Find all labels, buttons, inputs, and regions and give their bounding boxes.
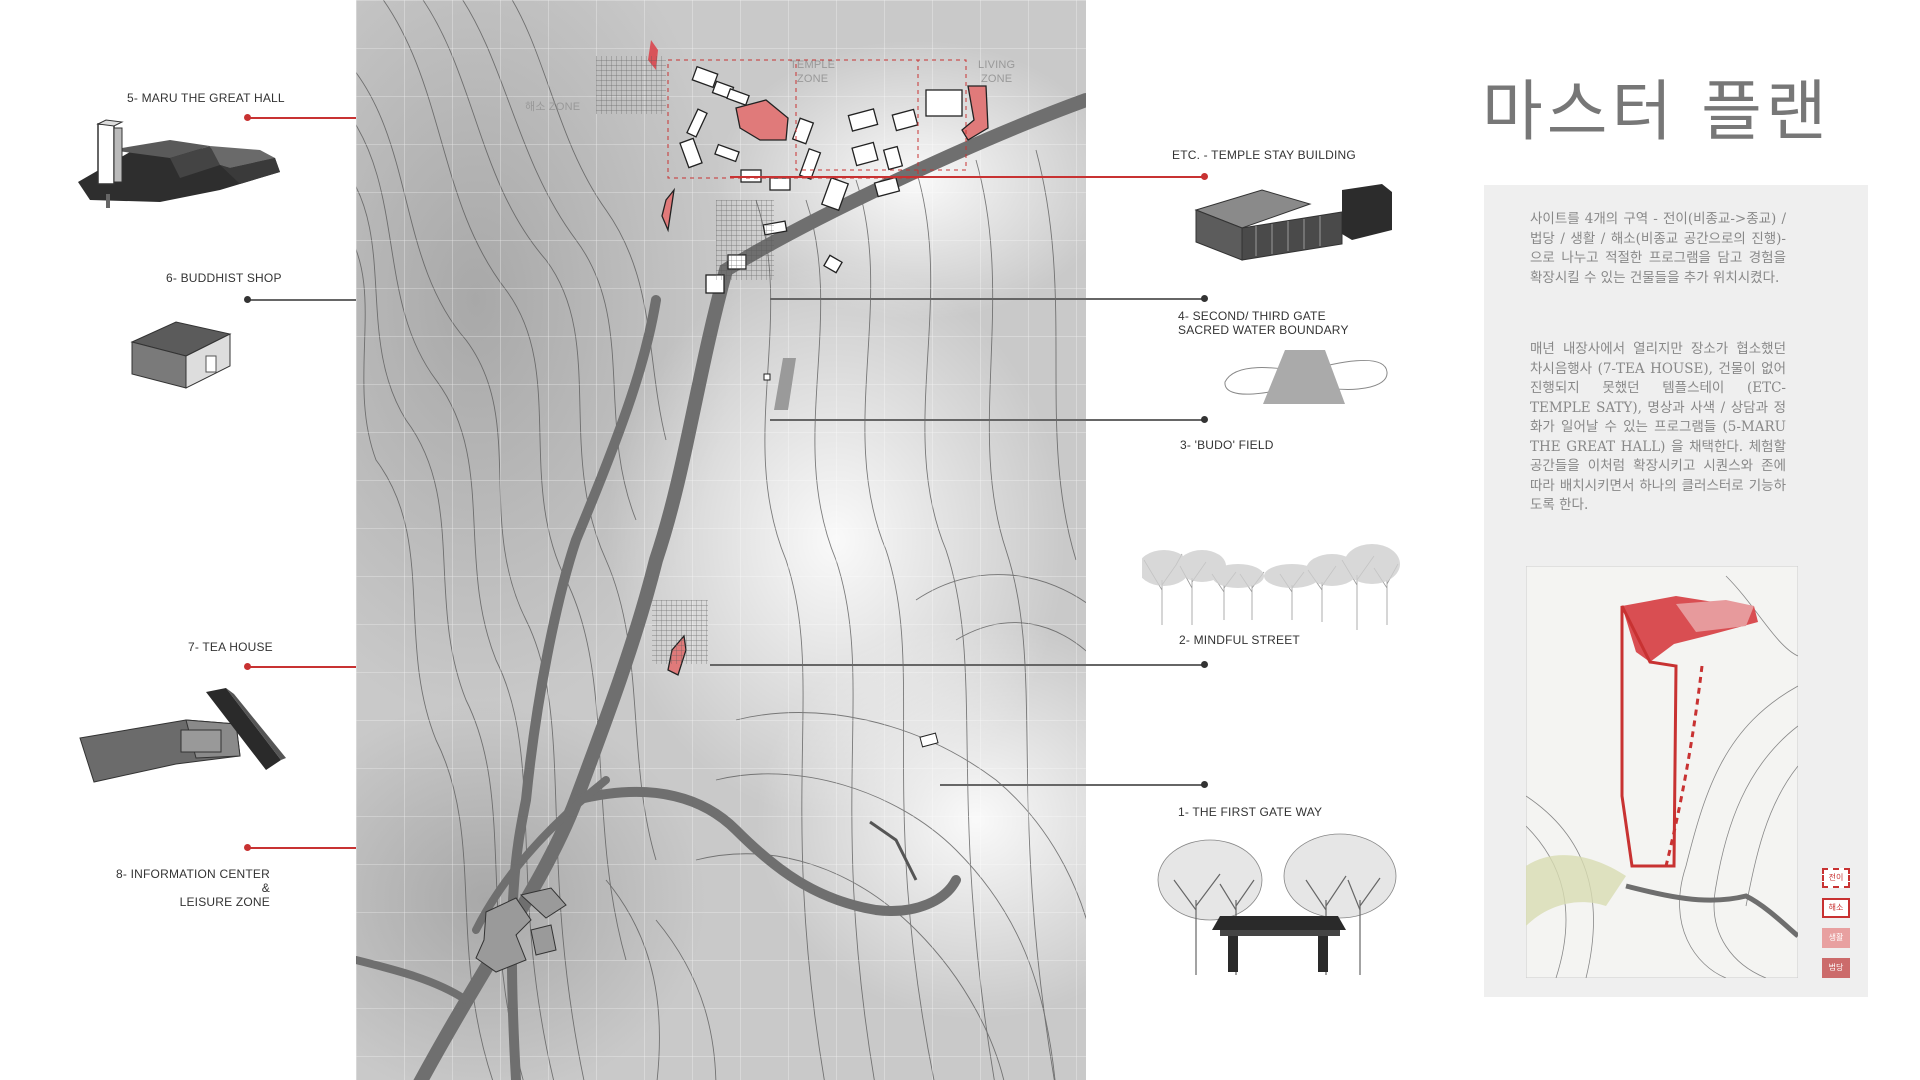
maru-great-hall-illustration (78, 119, 280, 208)
leader-dot-budo (1201, 416, 1208, 423)
leader-dot-info (244, 844, 251, 851)
label-temple-stay-building: ETC. - TEMPLE STAY BUILDING (1172, 148, 1356, 162)
leader-info (248, 847, 448, 849)
sacred-water-illustration (1224, 350, 1388, 404)
leader-dot-temple-stay (1201, 173, 1208, 180)
leader-dot-gate (1201, 295, 1208, 302)
site-plan-map (356, 0, 1086, 1080)
leader-dot-maru (244, 114, 251, 121)
legend-item-transition: 전이 (1822, 868, 1850, 888)
first-gate-way-illustration (1157, 833, 1397, 975)
leader-dot-tea (244, 663, 251, 670)
label-budo-field: 3- 'BUDO' FIELD (1180, 438, 1274, 452)
page-title: 마스터 플랜 (1482, 73, 1831, 150)
leader-budo (770, 419, 1204, 421)
legend-item-living: 생활 (1822, 928, 1850, 948)
description-paragraph-1: 사이트를 4개의 구역 - 전이(비종교->종교) / 법당 / 생활 / 해소… (1530, 211, 1786, 286)
zoning-mini-map (1526, 566, 1798, 978)
tea-house-illustration (79, 688, 286, 783)
label-tea-house: 7- TEA HOUSE (188, 640, 273, 654)
mindful-street-trees-illustration (1142, 544, 1400, 630)
label-maru-great-hall: 5- MARU THE GREAT HALL (127, 91, 285, 105)
description-paragraph-2: 매년 내장사에서 열리지만 장소가 협소했던 차시음행사 (7-TEA HOUS… (1530, 341, 1786, 513)
leader-mindful (710, 664, 1204, 666)
leader-dot-first-gate (1201, 781, 1208, 788)
leader-gate (770, 298, 1204, 300)
label-buddhist-shop: 6- BUDDHIST SHOP (166, 271, 282, 285)
leader-dot-mindful (1201, 661, 1208, 668)
label-information-center: 8- INFORMATION CENTER & LEISURE ZONE (116, 867, 270, 909)
buddhist-shop-illustration (130, 321, 232, 389)
leader-dot-shop (244, 296, 251, 303)
map-label-left-zone-text: 해소 ZONE (525, 101, 581, 113)
label-mindful-street: 2- MINDFUL STREET (1179, 633, 1300, 647)
leader-first-gate (940, 784, 1204, 786)
label-first-gate-way: 1- THE FIRST GATE WAY (1178, 805, 1323, 819)
leader-temple-stay (730, 176, 1204, 178)
label-second-third-gate: 4- SECOND/ THIRD GATE SACRED WATER BOUND… (1178, 309, 1349, 337)
map-label-temple-zone-text: TEMPLE ZONE (790, 59, 836, 85)
legend-item-release: 해소 (1822, 898, 1850, 918)
temple-stay-illustration (1194, 184, 1392, 261)
map-label-living-zone-text: LIVING ZONE (978, 59, 1016, 85)
legend-item-dharma-hall: 법당 (1822, 958, 1850, 978)
